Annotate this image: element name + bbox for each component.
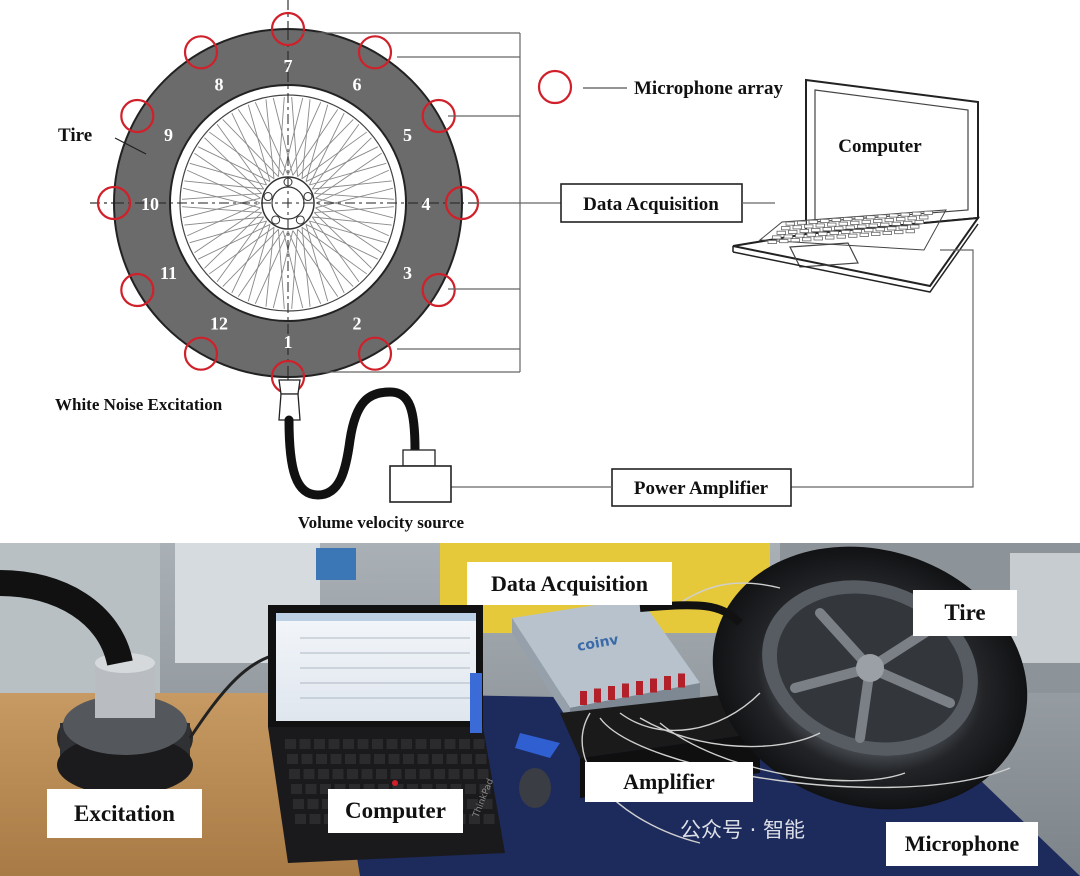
position-number-5: 5 [403, 125, 412, 145]
photo-label-microphone: Microphone [886, 822, 1038, 866]
microphone-circle-8 [183, 35, 219, 70]
position-number-10: 10 [141, 194, 159, 214]
position-number-4: 4 [422, 194, 431, 214]
computer-drawing [732, 78, 981, 293]
photo-label-daq: Data Acquisition [467, 562, 672, 605]
power-amp-label: Power Amplifier [634, 478, 769, 499]
mic-wiring [300, 32, 561, 373]
microphone-circle-12 [183, 336, 219, 371]
photo-label-amplifier: Amplifier [585, 762, 753, 802]
position-number-2: 2 [353, 314, 362, 334]
daq-brand: coinv [576, 632, 620, 655]
position-number-3: 3 [403, 263, 412, 283]
legend-label: Microphone array [634, 78, 783, 99]
microphone-circle-10 [96, 185, 132, 221]
microphone-circles [96, 11, 480, 395]
microphone-circle-7 [270, 11, 306, 47]
microphone-circle-9 [120, 98, 155, 134]
computer-label: Computer [838, 136, 922, 157]
microphone-circle-6 [357, 35, 393, 70]
source-label: Volume velocity source [298, 513, 465, 532]
position-number-9: 9 [164, 125, 173, 145]
microphone-circle-11 [120, 272, 155, 308]
tire-label: Tire [58, 125, 92, 146]
photo-label-excitation: Excitation [47, 789, 202, 838]
position-number-11: 11 [160, 263, 177, 283]
legend-mic-icon [537, 69, 573, 105]
position-number-6: 6 [353, 74, 362, 94]
microphone-circle-3 [421, 272, 456, 308]
tire-leader [114, 137, 147, 155]
position-number-7: 7 [284, 56, 293, 76]
microphone-circle-2 [357, 336, 393, 371]
watermark: 公众号 · 智能 [680, 818, 806, 842]
position-number-1: 1 [284, 332, 293, 352]
wheel-spokes [182, 97, 394, 309]
position-number-12: 12 [210, 314, 228, 334]
photo-label-tire: Tire [913, 590, 1017, 636]
daq-label: Data Acquisition [583, 194, 719, 215]
photo-label-computer: Computer [328, 789, 463, 833]
volume-velocity-source [278, 379, 452, 503]
position-number-8: 8 [215, 74, 224, 94]
excitation-label: White Noise Excitation [55, 395, 223, 414]
